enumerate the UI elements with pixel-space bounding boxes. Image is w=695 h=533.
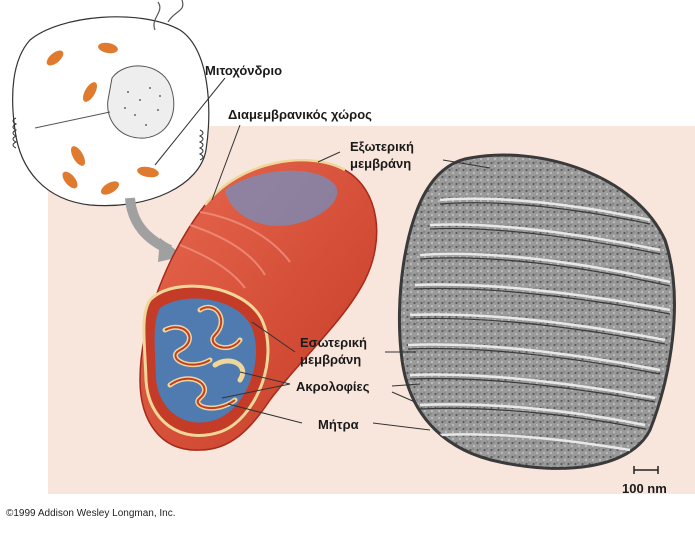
cell-illustration — [13, 0, 209, 206]
label-inner-membrane-line2: μεμβράνη — [300, 351, 361, 368]
label-mitochondrion: Μιτοχόνδριο — [205, 62, 282, 79]
label-outer-membrane-line1: Εξωτερική — [350, 138, 414, 155]
label-scale-bar: 100 nm — [622, 480, 667, 497]
label-inner-membrane-line1: Εσωτερική — [300, 334, 367, 351]
copyright-credit: ©1999 Addison Wesley Longman, Inc. — [6, 508, 176, 519]
electron-micrograph — [399, 155, 674, 474]
label-outer-membrane-line2: μεμβράνη — [350, 155, 411, 172]
label-matrix: Μήτρα — [318, 416, 359, 433]
label-intermembrane-space: Διαμεμβρανικός χώρος — [228, 106, 372, 123]
label-cristae: Ακρολοφίες — [296, 378, 369, 395]
